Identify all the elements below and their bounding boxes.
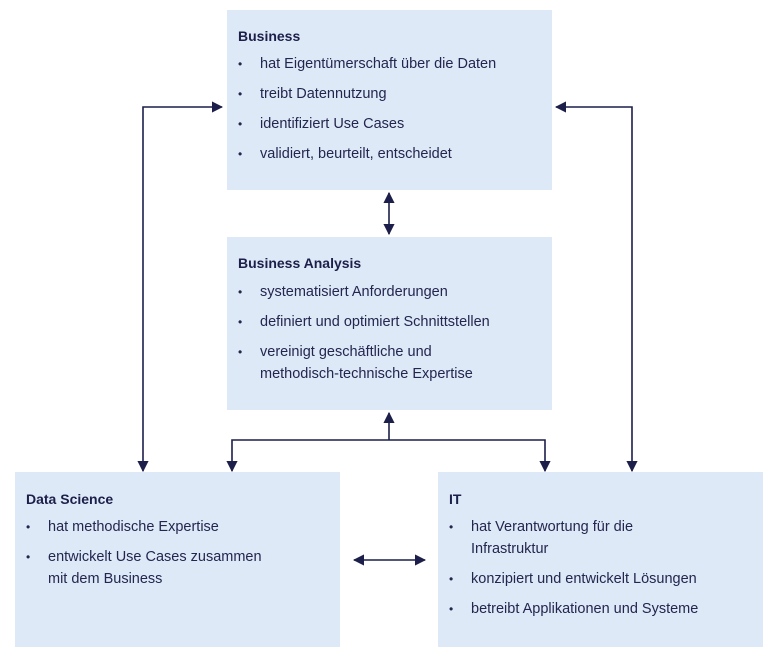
business-item: treibt Datennutzung: [238, 83, 543, 105]
business-item: identifiziert Use Cases: [238, 113, 543, 135]
business-analysis-box: Business Analysis systematisiert Anforde…: [227, 237, 552, 410]
arrow-business-analysis-it: [389, 439, 551, 473]
data-science-item: entwickelt Use Cases zusammen mit dem Bu…: [26, 546, 281, 590]
data-science-list: hat methodische Expertise entwickelt Use…: [26, 516, 281, 590]
it-item: betreibt Applikationen und Systeme: [449, 598, 698, 620]
business-title: Business: [238, 28, 301, 44]
it-box: IT hat Verantwortung für die Infrastrukt…: [438, 472, 763, 647]
data-science-item: hat methodische Expertise: [26, 516, 281, 538]
data-science-box: Data Science hat methodische Expertise e…: [15, 472, 340, 647]
business-analysis-item: definiert und optimiert Schnittstellen: [238, 311, 490, 333]
business-analysis-item: vereinigt geschäftliche und methodisch-t…: [238, 341, 483, 385]
it-item: konzipiert und entwickelt Lösungen: [449, 568, 697, 590]
it-title: IT: [449, 491, 462, 507]
business-analysis-list: systematisiert Anforderungen definiert u…: [238, 281, 490, 385]
business-item: hat Eigentümerschaft über die Daten: [238, 53, 543, 75]
business-analysis-title: Business Analysis: [238, 255, 362, 271]
arrow-business-data-science: [137, 101, 224, 473]
business-list: hat Eigentümerschaft über die Daten trei…: [238, 53, 543, 165]
arrow-business-it: [554, 101, 638, 473]
business-analysis-item: systematisiert Anforderungen: [238, 281, 483, 303]
data-science-title: Data Science: [26, 491, 114, 507]
business-item: validiert, beurteilt, entscheidet: [238, 143, 543, 165]
arrow-business-analysis-data-science: [226, 439, 389, 473]
business-box: Business hat Eigentümerschaft über die D…: [227, 10, 552, 190]
it-item: hat Verantwortung für die Infrastruktur: [449, 516, 639, 560]
it-list: hat Verantwortung für die Infrastruktur …: [449, 516, 698, 620]
